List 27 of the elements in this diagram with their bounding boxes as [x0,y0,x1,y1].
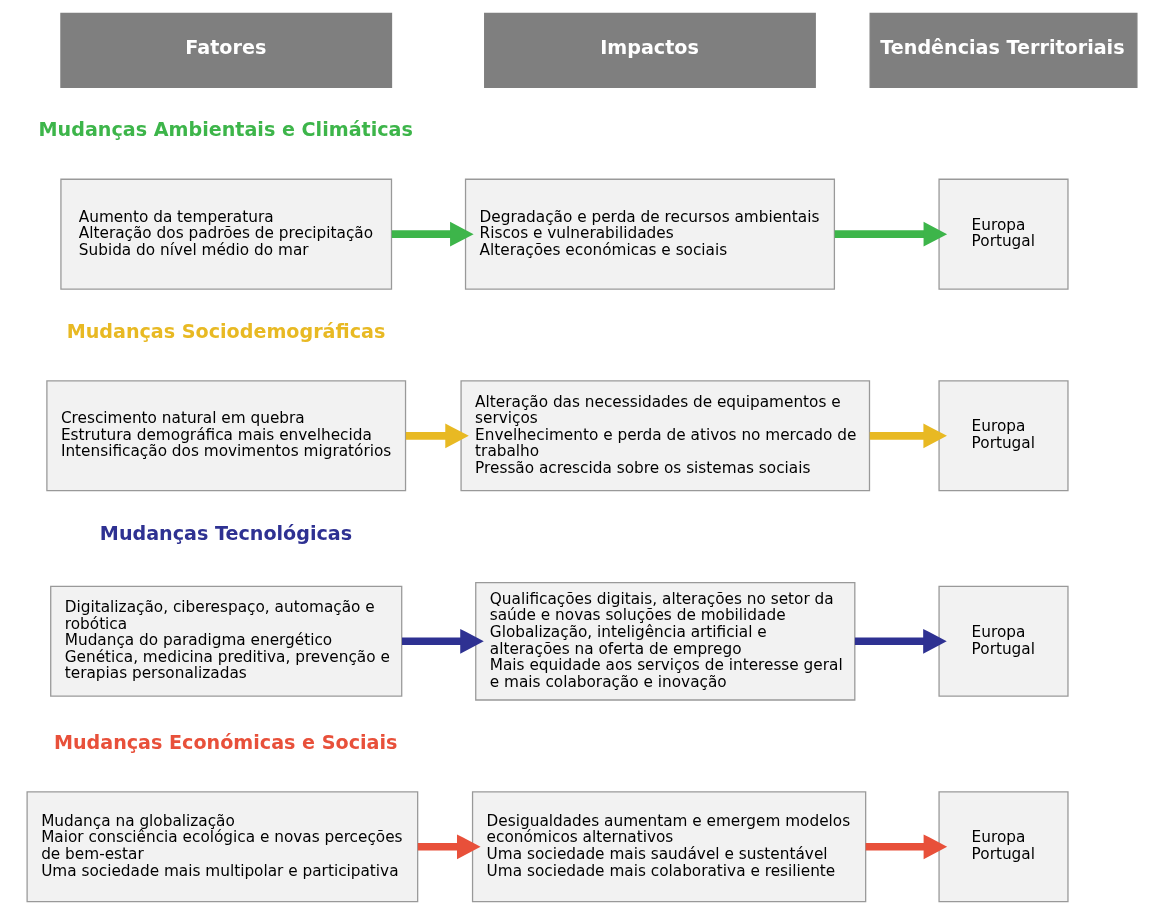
arrow [401,628,484,654]
arrow [869,423,947,449]
node-box: Europa Portugal [937,380,1069,492]
arrow [834,221,947,247]
label: Mudanças Tecnológicas [99,521,352,545]
node-box: Europa Portugal [937,585,1069,697]
arrow [854,628,947,654]
node-box: Crescimento natural em quebra Estrutura demográfica mais envelhecida Intensificação dos movimentos migratórios [45,380,406,492]
node-box: Fatores [59,12,392,88]
arrow [391,221,474,247]
node-box: Europa Portugal [937,791,1069,903]
label: Mudanças Económicas e Sociais [53,731,397,755]
node-box: Aumento da temperatura Alteração dos padrões de precipitação Subida do nível médio do mar [59,178,392,290]
arrow [405,423,469,449]
node-box: Tendências Territoriais [869,12,1138,88]
node-box: Degradação e perda de recursos ambientais Riscos e vulnerabilidades Alterações económicas e sociais [464,178,835,290]
node-box: Desigualdades aumentam e emergem modelos económicos alternativos Uma sociedade mais saudável e sustentável Uma sociedade mais colaborativa e resiliente [471,791,866,903]
node-box: Mudança na globalização Maior consciência ecológica e novas perceções de bem-estar Uma sociedade mais multipolar e participativa [25,791,418,903]
arrow [417,834,481,860]
node-box: Alteração das necessidades de equipamentos e serviços Envelhecimento e perda de ativos no mercado de trabalho Pressão acrescida sobre os sistemas sociais [459,380,870,492]
node-box: Qualificações digitais, alterações no setor da saúde e novas soluções de mobilidade Globalização, inteligência artificial e alterações na oferta de emprego Mais equidade aos serviços de interesse geral e mais colaboração e inovação [474,581,855,701]
label: Mudanças Ambientais e Climáticas [38,118,413,142]
node-box: Impactos [483,12,816,88]
node-box: Digitalização, ciberespaço, automação e robótica Mudança do paradigma energético Genética, medicina preditiva, prevenção e terapias personalizadas [49,585,402,697]
arrow [865,834,947,860]
label: Mudanças Sociodemográficas [66,320,385,344]
node-box: Europa Portugal [937,178,1069,290]
